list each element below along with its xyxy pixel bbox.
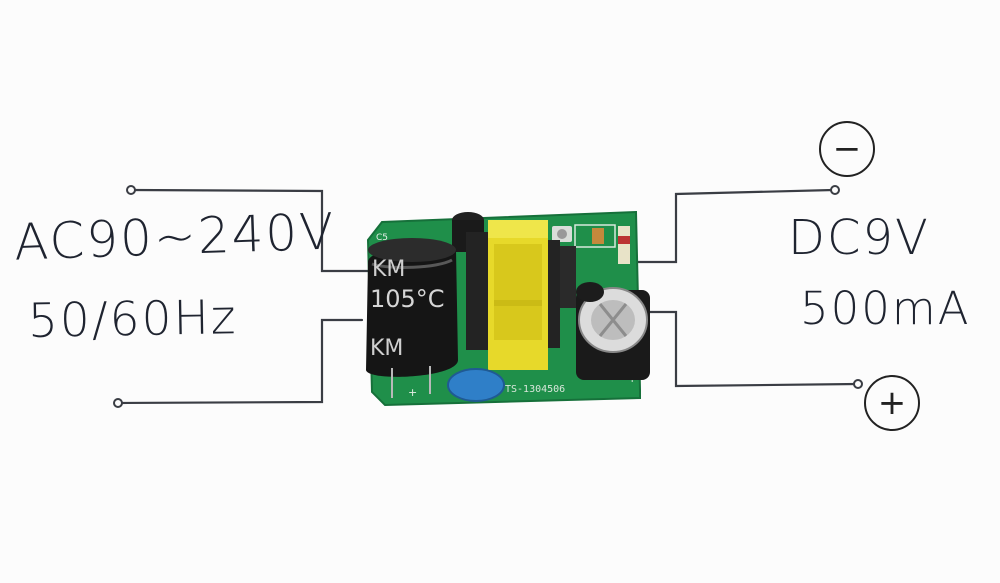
negative-terminal-icon: − xyxy=(819,121,875,177)
output-terminal-positive xyxy=(853,379,863,389)
input-electrolytic-capacitor: KM 105°C KM xyxy=(366,238,458,398)
output-wire-positive xyxy=(638,310,859,388)
input-wire-top xyxy=(129,188,382,273)
capacitor-marking-top: KM xyxy=(372,257,405,282)
input-voltage-label: AC90~240V xyxy=(13,202,337,272)
output-wire-negative xyxy=(634,188,835,264)
transformer xyxy=(466,220,560,370)
silkscreen-ref: C5 xyxy=(376,233,388,243)
x-capacitor xyxy=(447,368,505,402)
pcb-code: TS-1304506 xyxy=(505,384,565,395)
svg-text:+: + xyxy=(408,386,417,399)
input-terminal-bottom xyxy=(113,398,123,408)
positive-terminal-icon: + xyxy=(864,375,920,431)
input-terminal-top xyxy=(126,185,136,195)
input-frequency-label: 50/60Hz xyxy=(27,290,238,349)
input-wire-bottom xyxy=(116,318,364,405)
output-electrolytic-capacitor xyxy=(576,287,650,380)
capacitor-marking-bottom: KM xyxy=(370,336,403,361)
capacitor-temp: 105°C xyxy=(370,285,445,313)
output-diode xyxy=(576,282,604,302)
output-current-label: 500mA xyxy=(800,282,971,335)
output-voltage-label: DC9V xyxy=(788,210,930,266)
output-terminal-negative xyxy=(830,185,840,195)
